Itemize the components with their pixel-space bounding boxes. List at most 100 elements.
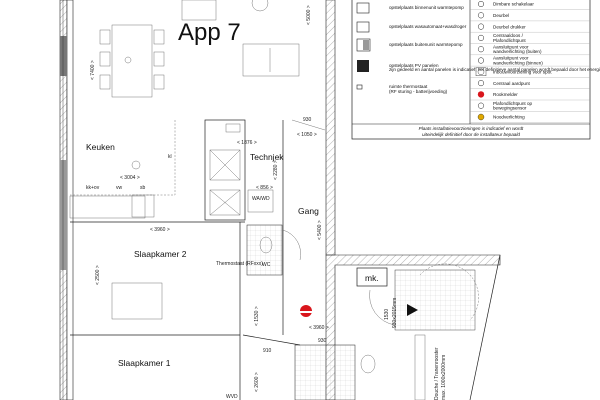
pv-panel-icon	[357, 60, 369, 72]
meter-cupboard	[356, 267, 388, 287]
label-vw: vw	[116, 185, 123, 191]
shower-label: Douche / Tranenrooster	[434, 347, 440, 400]
legend-label-cont: bewegingsensor	[493, 106, 527, 111]
emergency-light-icon	[477, 113, 485, 121]
smoke-detector-icon	[477, 91, 485, 98]
legend-item: ruimte thermostaat(RF sturing - batterij…	[356, 84, 448, 94]
legend-label: Deurbel	[493, 13, 509, 18]
legend-item: Deurbel drukker	[470, 23, 590, 33]
dimension-1050: < 1050 >	[297, 132, 317, 138]
legend-item: Dimbare schakelaar	[470, 0, 590, 10]
legend-item: Inbouwvoorziening voor spot	[470, 67, 590, 78]
room-label-gang: Gang	[298, 206, 319, 216]
interior-wall-right	[325, 0, 501, 400]
legend-item: Noodverlichting	[470, 113, 590, 123]
earth-point-icon	[477, 80, 485, 87]
legend-label-cont: Plafondlichtpunt	[493, 38, 526, 43]
legend-item: Rookmelder	[470, 91, 590, 101]
legend-item: opstelplaats buitenunit warmtepomp	[356, 38, 463, 52]
wall-light-outside-icon	[477, 46, 485, 53]
dimension-2600: < 2600 >	[254, 372, 260, 392]
dimension-3004: < 3004 >	[120, 175, 140, 181]
legend-label: opstelplaats wasautomaat+wasdroger	[389, 24, 467, 29]
dimension-3960-b: < 3960 >	[309, 325, 329, 331]
technical-room	[204, 119, 274, 221]
legend-label: Deurbel drukker	[493, 24, 526, 29]
dimension-7400: < 7400 >	[90, 60, 96, 80]
room-label-techniek: Technjek	[250, 152, 284, 162]
sofa	[242, 43, 300, 77]
door-width-930-b: 930	[318, 338, 327, 344]
thermostat-icon	[356, 84, 363, 90]
kitchen	[69, 120, 176, 219]
legend-label: ruimte thermostaat	[389, 84, 428, 89]
thermostat-label: Thermostaat (RFxxx)	[216, 261, 263, 267]
legend: opstelplaats binnenunit warmtepomp opstel…	[351, 0, 600, 140]
legend-label: Plafondlichtpunt op	[493, 101, 533, 106]
dimension-856: < 856 >	[256, 185, 273, 191]
dining-table	[99, 24, 165, 98]
heatpump-outdoor-icon	[356, 38, 371, 52]
legend-label: opstelplaats PV panelen	[389, 63, 439, 68]
dimension-1530-a: < 1530 >	[254, 306, 260, 326]
dimension-3960-a: < 3960 >	[150, 227, 170, 233]
heatpump-indoor-icon	[356, 2, 370, 14]
dimension-2280: < 2280 >	[273, 160, 279, 180]
room-label-slaapkamer-2: Slaapkamer 2	[134, 249, 187, 259]
legend-label: Centraaldoos /	[493, 33, 524, 38]
exterior-wall-left	[59, 0, 74, 400]
legend-label: Aansluitpunt voor	[493, 56, 529, 61]
legend-item: Centraaldoos /Plafondlichtpunt	[470, 33, 590, 44]
legend-label: Inbouwvoorziening voor spot	[493, 70, 552, 75]
smoke-detector-icon	[300, 305, 312, 317]
spot-icon	[475, 67, 487, 77]
bathroom	[294, 263, 479, 400]
room-label-keuken: Keuken	[86, 142, 115, 152]
ceiling-light-icon	[251, 0, 269, 12]
label-kl: kl	[168, 154, 172, 160]
label-kk-ov: kk+ov	[86, 185, 100, 191]
legend-item: Deurbel	[470, 12, 590, 22]
room-label-wc: WC	[262, 262, 271, 268]
legend-label: Noodverlichting	[493, 115, 525, 120]
legend-sub-label: (RF sturing - batterijvoeding)	[389, 89, 448, 94]
label-wvd: WVD	[226, 394, 238, 400]
washer-dryer-icon	[356, 21, 370, 33]
dimension-5400: < 5400 >	[317, 220, 323, 240]
room-label-wawd: WA/WD	[252, 196, 270, 202]
ceiling-light-icon	[131, 160, 141, 170]
legend-label-cont: wandverlichting (binnen)	[493, 61, 543, 66]
dimmer-switch-icon	[477, 0, 485, 8]
shower-size: max. 1000x2000mm	[441, 355, 447, 400]
ceiling-light-icon	[477, 34, 485, 41]
dimension-5000: < 5000 >	[306, 5, 312, 25]
apartment-title: App 7	[178, 19, 241, 46]
doorbell-icon	[477, 12, 485, 19]
door-size: 930x2015mm	[392, 298, 398, 328]
label-sb: sb	[140, 185, 146, 191]
legend-item: opstelplaats binnenunit warmtepomp	[356, 2, 464, 14]
legend-label: opstelplaats binnenunit warmtepomp	[389, 5, 464, 10]
bed	[111, 282, 163, 320]
legend-label: Aansluitpunt voor	[493, 44, 529, 49]
legend-footer-line-1: Plaats installatievoorzieningen is indic…	[419, 126, 524, 131]
legend-label: Rookmelder	[493, 92, 518, 97]
motion-light-icon	[477, 102, 485, 109]
armchair	[181, 0, 217, 21]
room-label-slaapkamer-1: Slaapkamer 1	[118, 358, 171, 368]
legend-label: Centraal aardpunt	[493, 81, 530, 86]
legend-item: Centraal aardpunt	[470, 80, 590, 89]
legend-footer-line-2: uiteindelijk definitief door de installa…	[422, 132, 520, 137]
dimension-1876: < 1876 >	[237, 140, 257, 146]
wc-room	[246, 224, 283, 276]
legend-note: zijn gedeeld en aantal panelen is indica…	[389, 67, 600, 72]
dimension-1530-b: 1530	[384, 309, 390, 320]
door-width-910: 910	[263, 348, 272, 354]
legend-item: opstelplaats wasautomaat+wasdroger	[356, 21, 467, 33]
doorbell-button-icon	[477, 23, 485, 30]
